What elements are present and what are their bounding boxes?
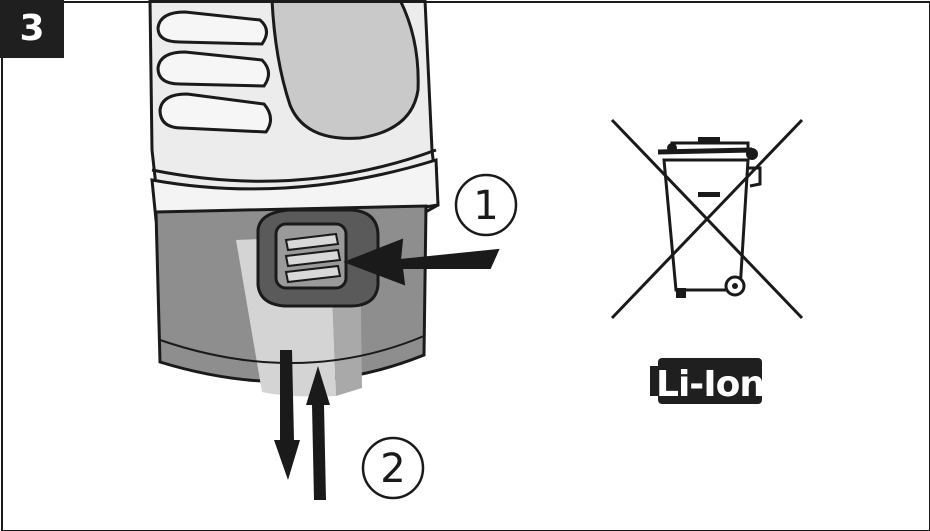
step-number-badge: 3 [0, 0, 64, 58]
li-ion-battery-icon: Li-Ion [650, 358, 765, 405]
callout-1: 1 [454, 173, 518, 237]
li-ion-label: Li-Ion [656, 364, 764, 405]
crossed-out-wheelie-bin-icon [610, 118, 804, 320]
callout-2-label: 2 [380, 446, 405, 492]
step-number: 3 [19, 8, 45, 49]
press-arrow [343, 238, 500, 286]
callout-2: 2 [361, 436, 425, 500]
tool-housing [148, 0, 440, 224]
release-latch [256, 208, 380, 308]
slide-arrows [274, 350, 330, 500]
callout-1-label: 1 [473, 183, 498, 229]
